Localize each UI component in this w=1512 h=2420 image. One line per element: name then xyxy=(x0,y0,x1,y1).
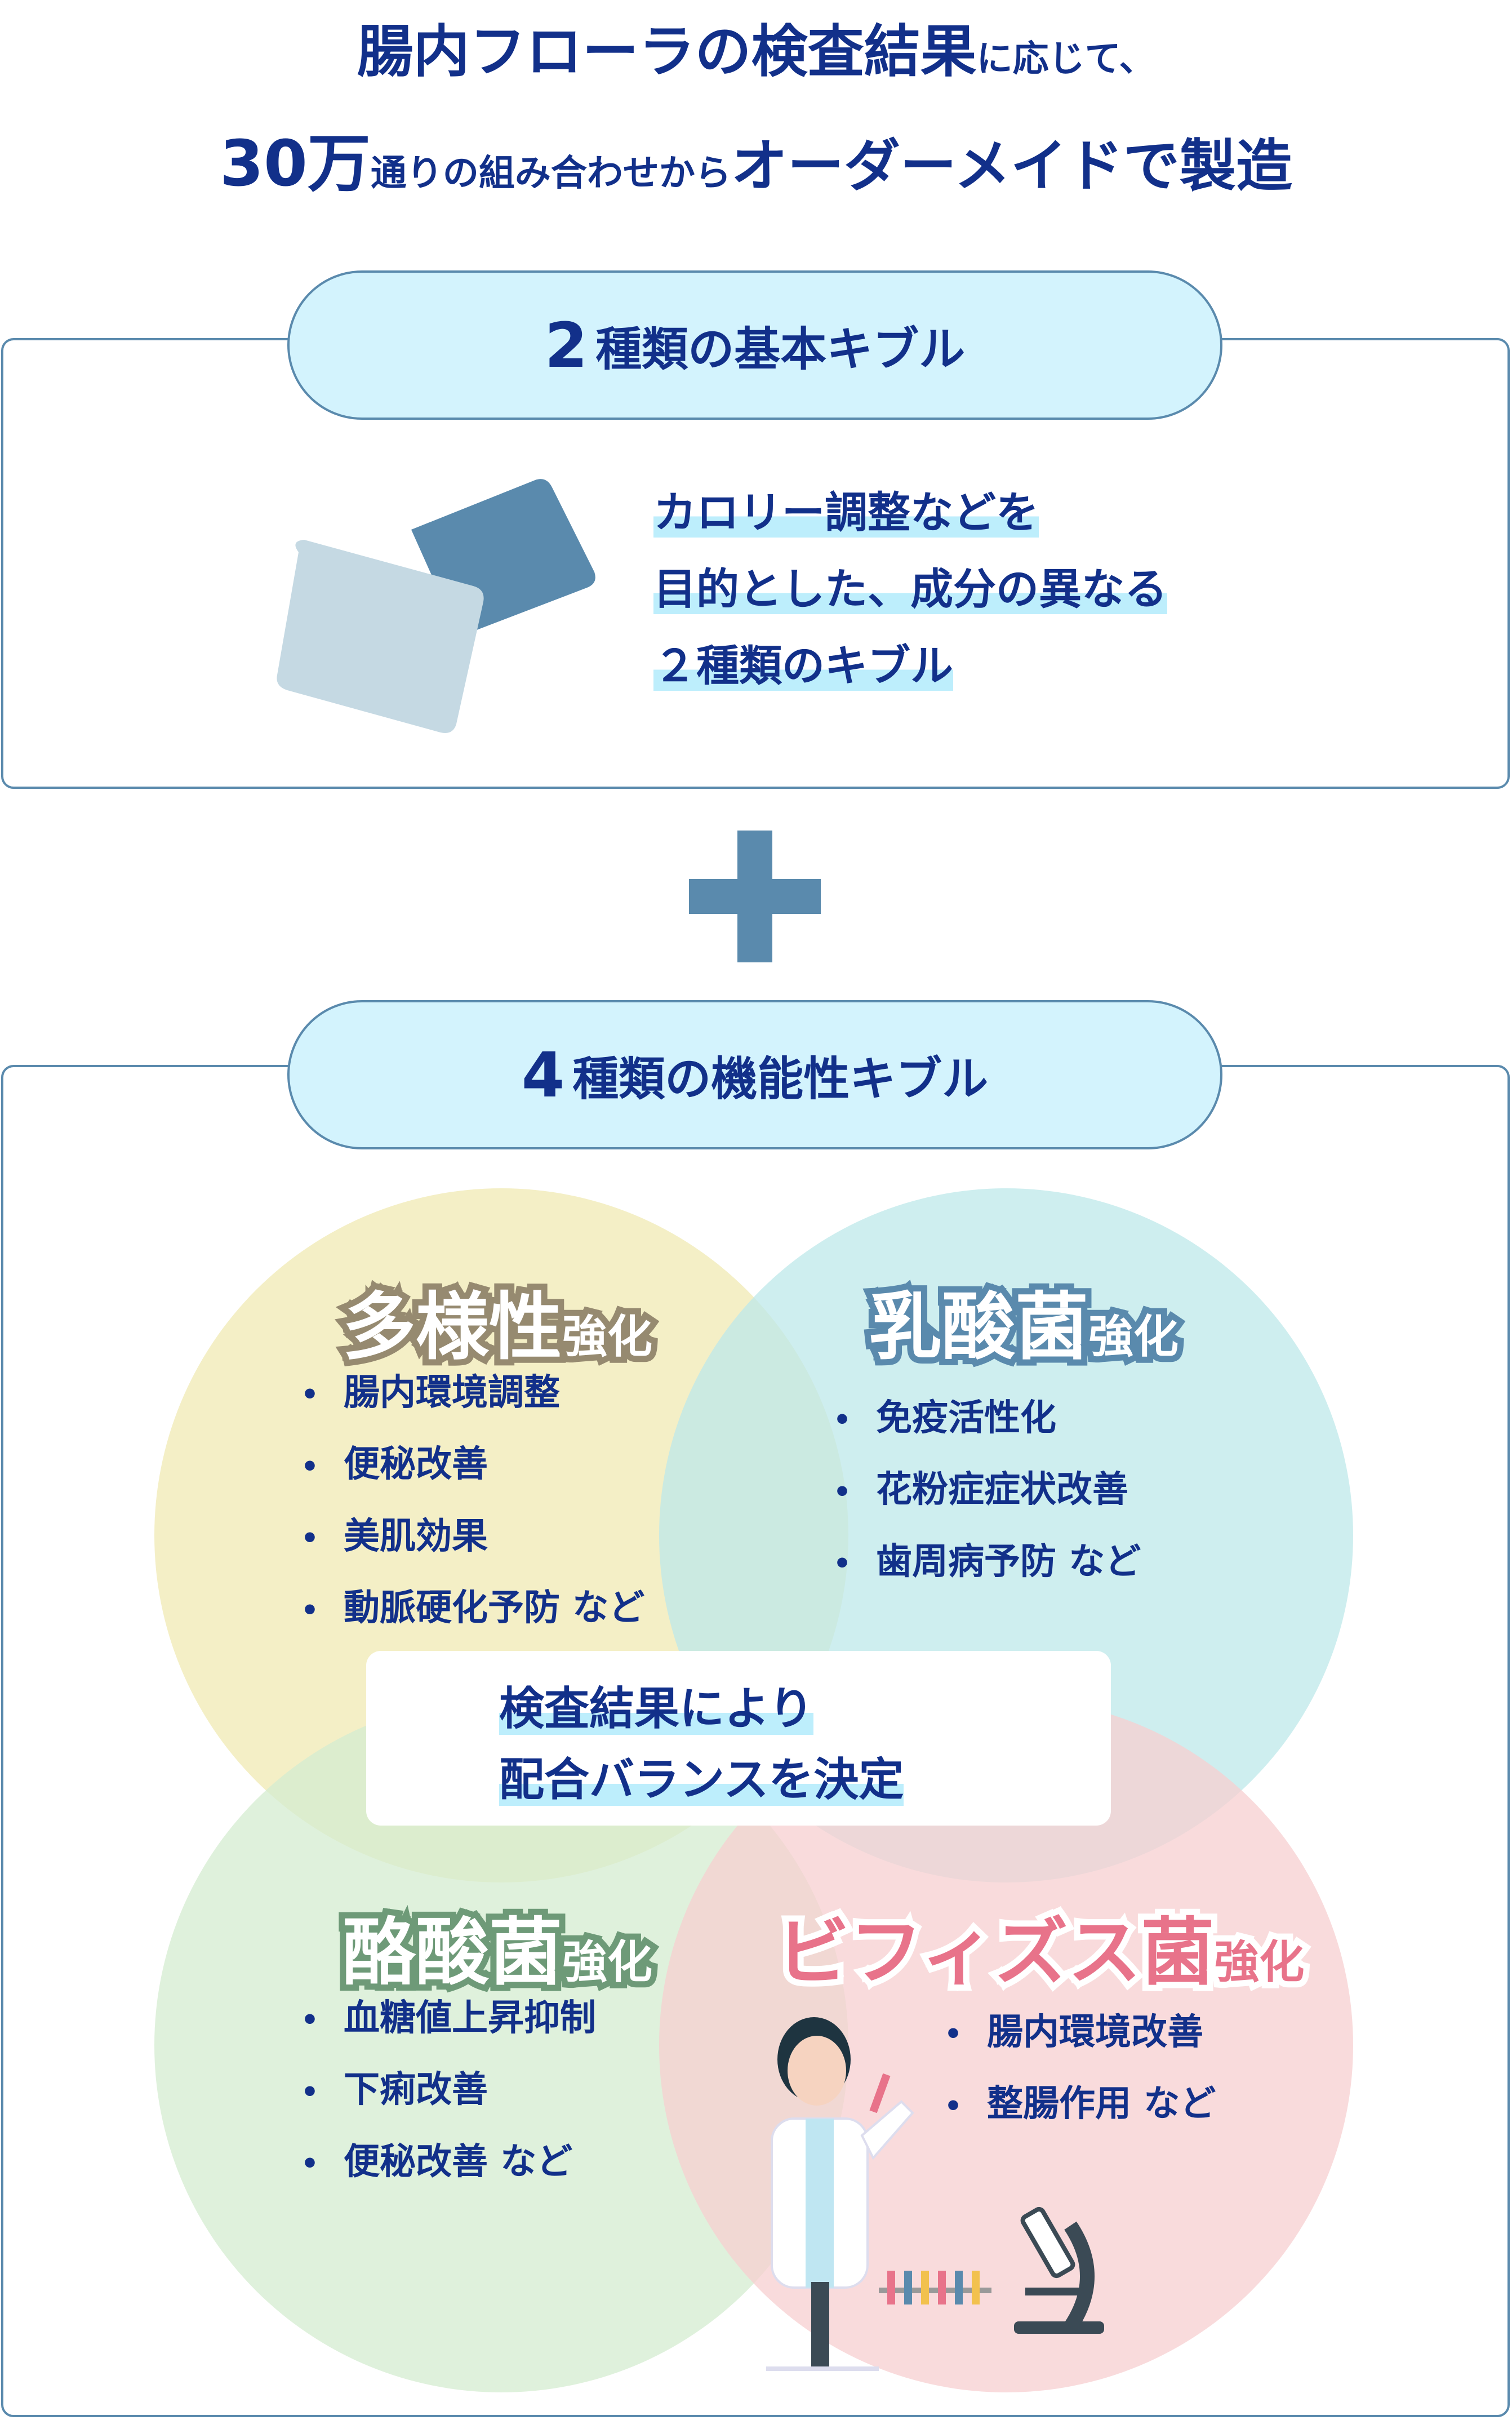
group-name: ビフィズス菌 xyxy=(770,1903,1220,2001)
list-item: 免疫活性化 xyxy=(833,1383,1141,1455)
headline-main: 腸内フローラの検査結果 xyxy=(357,19,977,85)
group-suffix: 強化 xyxy=(1208,1930,1310,1995)
headline-main: オーダーメイドで製造 xyxy=(731,133,1292,199)
group-name: 多様性 xyxy=(336,1278,568,1376)
list-item: 整腸作用 など xyxy=(944,2069,1216,2141)
lactic-benefits: 免疫活性化 花粉症症状改善 歯周病予防 など xyxy=(833,1383,1141,1598)
group-suffix: 強化 xyxy=(1082,1304,1185,1369)
list-item: 腸内環境改善 xyxy=(944,1997,1216,2069)
pill-number: 2 xyxy=(544,309,588,381)
butyric-benefits: 血糖値上昇抑制 下痢改善 便秘改善 など xyxy=(301,1983,596,2199)
list-item: 便秘改善 など xyxy=(301,2127,596,2199)
list-item: 便秘改善 xyxy=(301,1429,644,1501)
group-heading-bifido: ビフィズス菌強化 xyxy=(770,1893,1310,2001)
pill-label: 種類の基本キブル xyxy=(595,323,966,376)
group-name: 酪酸菌 xyxy=(336,1903,568,2001)
desc-line: ２種類のキブル xyxy=(653,641,953,691)
center-note: 検査結果により 配合バランスを決定 xyxy=(366,1651,1111,1826)
microscope-icon xyxy=(1014,2206,1104,2334)
headline-line2: 30万通りの組み合わせからオーダーメイドで製造 xyxy=(0,113,1512,204)
center-line: 配合バランスを決定 xyxy=(499,1753,904,1806)
list-item: 花粉症症状改善 xyxy=(833,1455,1141,1526)
headline-line1: 腸内フローラの検査結果に応じて、 xyxy=(0,6,1512,87)
list-item: 歯周病予防 など xyxy=(833,1527,1141,1598)
diversity-benefits: 腸内環境調整 便秘改善 美肌効果 動脈硬化予防 など xyxy=(301,1358,644,1645)
group-name: 乳酸菌 xyxy=(862,1278,1095,1376)
pill-label: 種類の機能性キブル xyxy=(572,1053,989,1106)
center-line: 検査結果により xyxy=(499,1682,814,1735)
headline-sub: に応じて、 xyxy=(976,38,1155,80)
plus-icon-vertical xyxy=(737,831,772,962)
group-heading-lactic: 乳酸菌強化 xyxy=(862,1268,1185,1376)
desc-line: 目的とした、成分の異なる xyxy=(653,564,1167,614)
list-item: 腸内環境調整 xyxy=(301,1358,644,1429)
kibble-icon xyxy=(277,479,595,733)
group-suffix: 強化 xyxy=(556,1304,659,1369)
list-item: 下痢改善 xyxy=(301,2055,596,2126)
pill-number: 4 xyxy=(521,1038,565,1111)
headline-sub: 通りの組み合わせから xyxy=(370,153,731,194)
desc-line: カロリー調整などを xyxy=(653,487,1039,538)
list-item: 美肌効果 xyxy=(301,1502,644,1573)
list-item: 血糖値上昇抑制 xyxy=(301,1983,596,2055)
scientist-illustration xyxy=(766,2017,1104,2371)
list-item: 動脈硬化予防 など xyxy=(301,1573,644,1645)
headline-count: 30万 xyxy=(220,127,371,201)
test-tubes-icon xyxy=(879,2271,991,2304)
group-suffix: 強化 xyxy=(556,1930,659,1995)
basic-kibble-description: カロリー調整などを 目的とした、成分の異なる ２種類のキブル xyxy=(653,474,1167,704)
bifido-benefits: 腸内環境改善 整腸作用 など xyxy=(944,1997,1216,2141)
